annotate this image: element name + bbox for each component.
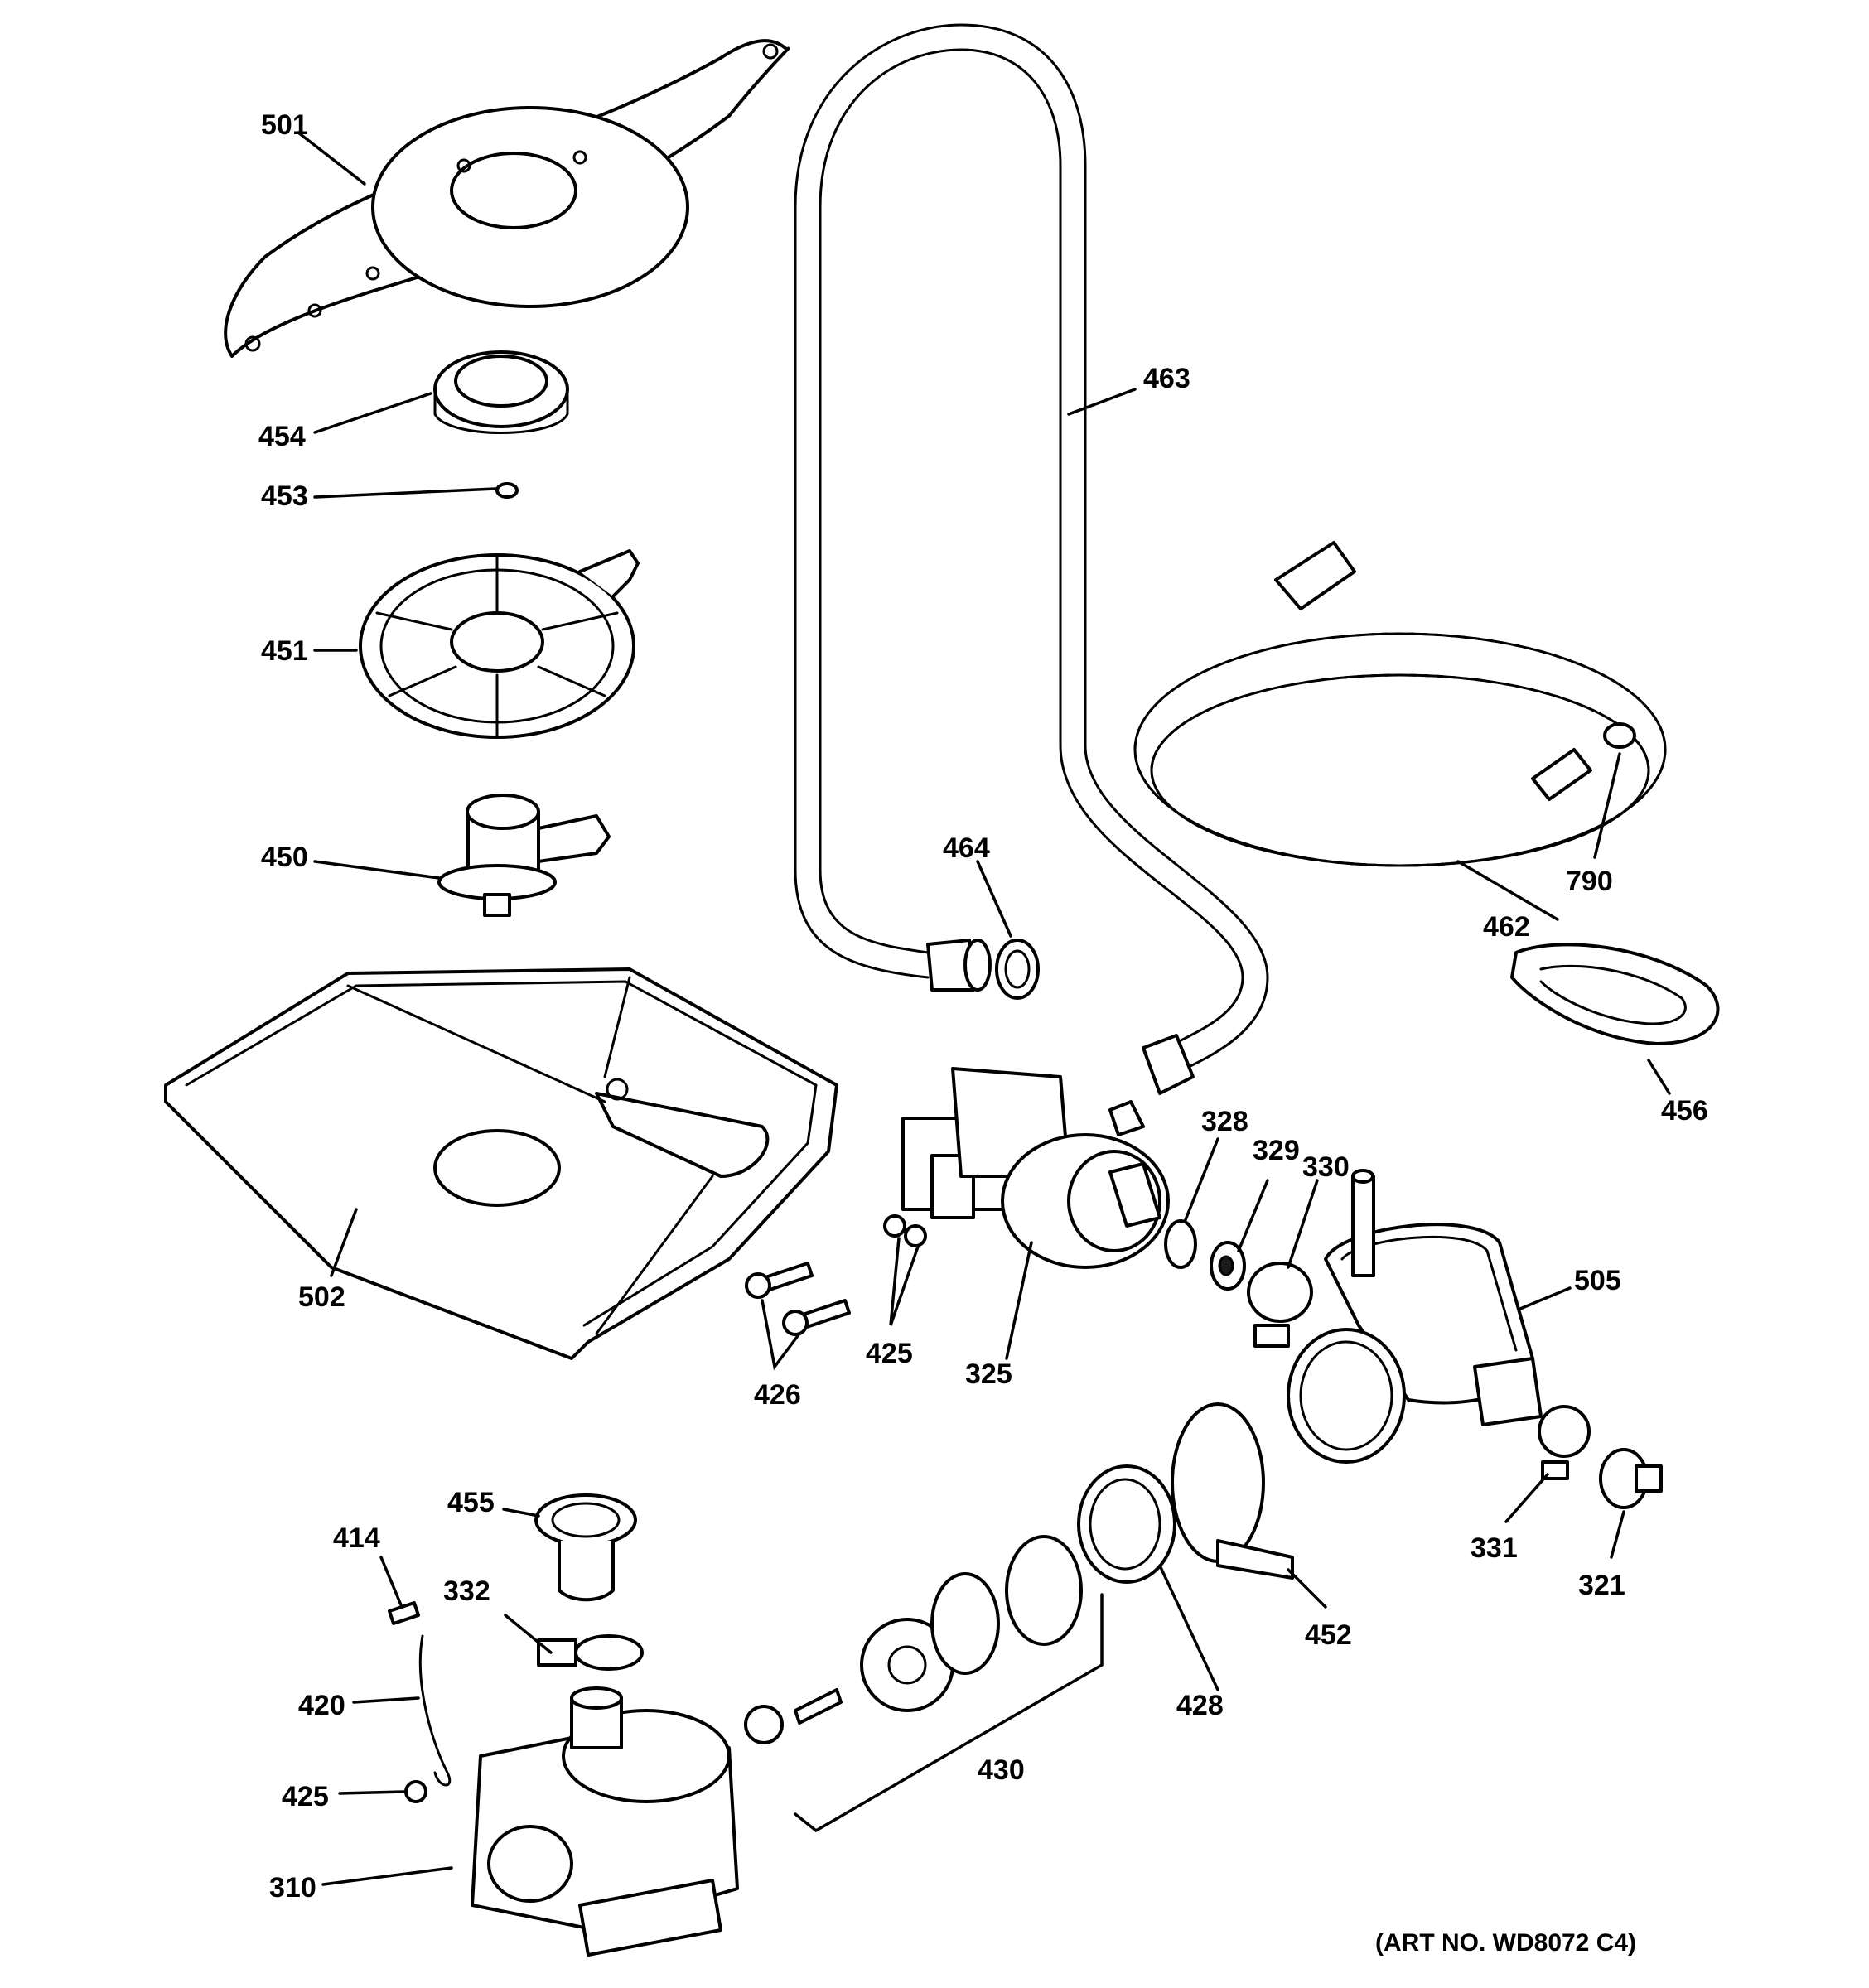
part-321-sensor (1599, 1448, 1663, 1509)
callout-451: 451 (261, 635, 308, 667)
part-452-clamp (1171, 1402, 1294, 1580)
callout-450: 450 (261, 842, 308, 873)
callout-329: 329 (1253, 1135, 1300, 1166)
callout-502: 502 (298, 1281, 345, 1313)
part-502-sump-cover (164, 967, 838, 1360)
callout-331: 331 (1471, 1532, 1518, 1564)
part-451-filter (359, 549, 640, 739)
part-325-drain-pump (901, 1067, 1170, 1269)
part-463-tube (794, 23, 1269, 1095)
part-456-seal (1510, 943, 1720, 1045)
part-428-seal-ring (1077, 1464, 1176, 1584)
callout-454: 454 (258, 421, 306, 452)
part-332-clamp (537, 1634, 644, 1671)
part-310-pump-motor (471, 1686, 739, 1957)
part-453-o-ring (495, 482, 519, 499)
part-426-screws (745, 1262, 851, 1336)
callout-462: 462 (1483, 911, 1530, 943)
callout-501: 501 (261, 109, 308, 141)
part-790-clamp (1603, 722, 1636, 749)
part-505-sump (1287, 1169, 1543, 1464)
callout-332: 332 (443, 1575, 490, 1607)
part-455-nozzle (534, 1493, 637, 1602)
part-328-seal (1164, 1219, 1197, 1269)
callout-321: 321 (1578, 1570, 1625, 1601)
part-420-wire (418, 1634, 452, 1787)
part-329-impeller (1210, 1241, 1246, 1291)
callout-452: 452 (1305, 1619, 1352, 1651)
callout-505: 505 (1574, 1265, 1621, 1296)
part-501-spray-arm (224, 39, 790, 358)
callout-425-upper: 425 (866, 1338, 913, 1369)
callout-455: 455 (447, 1487, 495, 1518)
callout-425-lower: 425 (282, 1781, 329, 1812)
part-450-housing (437, 794, 611, 917)
callout-428: 428 (1176, 1690, 1224, 1721)
callout-426: 426 (754, 1379, 801, 1411)
callout-464: 464 (943, 832, 990, 864)
part-430-impeller-assembly (744, 1535, 1083, 1744)
callout-453: 453 (261, 480, 308, 512)
callout-414: 414 (333, 1522, 380, 1554)
callout-463: 463 (1143, 363, 1190, 394)
part-414-screw (388, 1601, 420, 1625)
part-464-gasket (995, 939, 1040, 1000)
callout-310: 310 (269, 1872, 316, 1904)
part-425-grommets (883, 1214, 927, 1247)
callout-330: 330 (1302, 1151, 1350, 1183)
part-331-clamp (1538, 1405, 1591, 1480)
callout-790: 790 (1566, 866, 1613, 897)
part-425-grommet (404, 1780, 427, 1803)
art-number: (ART NO. WD8072 C4) (1375, 1929, 1636, 1957)
part-454-bearing (433, 350, 569, 434)
leader-lines (297, 131, 1671, 1886)
callout-430: 430 (978, 1754, 1025, 1786)
callout-456: 456 (1661, 1095, 1708, 1127)
callout-328: 328 (1201, 1106, 1248, 1137)
callout-420: 420 (298, 1690, 345, 1721)
part-330-clamp (1247, 1262, 1313, 1348)
callout-325: 325 (965, 1358, 1012, 1390)
part-462-drain-hose (1133, 541, 1667, 867)
